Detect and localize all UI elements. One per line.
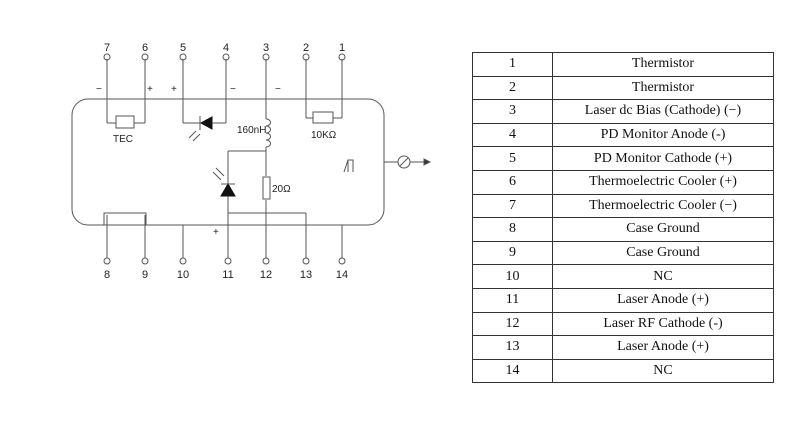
pin-number-cell: 1	[472, 52, 553, 77]
pin-number-cell: 9	[472, 240, 553, 266]
pin-number-cell: 3	[472, 99, 553, 124]
pin-function-cell: Case Ground	[552, 217, 774, 242]
top-pin-number: 4	[223, 42, 229, 54]
bottom-pin-number: 9	[142, 269, 148, 281]
resistor-element	[262, 176, 271, 200]
bottom-pin-circles	[103, 257, 346, 265]
pin-function-cell: PD Monitor Cathode (+)	[552, 146, 774, 171]
bottom-pin-number: 13	[300, 269, 312, 281]
bottom-pin-number: 8	[104, 269, 110, 281]
thermistor-label: 10KΩ	[311, 130, 337, 141]
resistor-label: 20Ω	[272, 184, 291, 195]
inductor-coil	[265, 118, 271, 148]
pin-function-cell: Laser Anode (+)	[552, 287, 774, 313]
top-pin-number: 5	[180, 42, 186, 54]
tec-element	[107, 115, 145, 129]
pin-number-cell: 12	[472, 311, 553, 337]
pin-number-cell: 11	[472, 287, 553, 313]
pin-function-cell: NC	[552, 264, 774, 289]
top-pin-number: 1	[339, 42, 345, 54]
polarity-pin4: −	[230, 84, 236, 95]
pin-function-cell: Case Ground	[552, 240, 774, 266]
top-pin-number: 3	[263, 42, 269, 54]
bottom-pin-number: 12	[260, 269, 272, 281]
pin-number-cell: 10	[472, 264, 553, 289]
monitor-photodiode	[183, 116, 226, 142]
polarity-pin3: −	[275, 84, 281, 95]
top-pin-circles	[103, 53, 346, 61]
pin-number-cell: 8	[472, 217, 553, 242]
pin-function-cell: PD Monitor Anode (-)	[552, 122, 774, 148]
bottom-pin-number: 11	[222, 269, 233, 281]
pin-number-cell: 14	[472, 358, 553, 384]
pin-function-cell: Thermistor	[552, 52, 774, 77]
pin-number-cell: 7	[472, 193, 553, 219]
package-schematic: − + + − − + TEC 160nH 10KΩ 20Ω 7 6 5 4 3…	[71, 42, 432, 281]
case-ground-bar	[103, 212, 147, 226]
pin-function-cell: Laser RF Cathode (-)	[552, 311, 774, 337]
pin-function-cell: Laser Anode (+)	[552, 335, 774, 360]
top-pin-leads	[106, 59, 343, 123]
polarity-pin11: +	[213, 227, 219, 238]
pin-number-cell: 2	[472, 75, 553, 101]
polarity-pin5: +	[171, 84, 177, 95]
pin-number-cell: 13	[472, 335, 553, 360]
pin-function-cell: Thermoelectric Cooler (+)	[552, 169, 774, 195]
bottom-pin-number: 14	[336, 269, 348, 281]
polarity-pin6: +	[147, 84, 153, 95]
top-pin-number: 7	[104, 42, 110, 54]
pin-function-cell: Thermistor	[552, 75, 774, 101]
bottom-pin-leads	[106, 196, 343, 258]
pin-function-cell: NC	[552, 358, 774, 384]
top-pin-number: 6	[142, 42, 148, 54]
thermistor-element	[306, 111, 342, 124]
top-pin-number: 2	[303, 42, 309, 54]
laser-diode	[212, 150, 266, 197]
pin-number-cell: 5	[472, 146, 553, 171]
polarity-pin7: −	[96, 84, 102, 95]
inductor-label: 160nH	[237, 125, 266, 136]
pin-function-cell: Thermoelectric Cooler (−)	[552, 193, 774, 219]
tec-label: TEC	[113, 134, 133, 145]
bottom-pin-number: 10	[177, 269, 189, 281]
pin-number-cell: 4	[472, 122, 553, 148]
pin-function-cell: Laser dc Bias (Cathode) (−)	[552, 99, 774, 124]
pin-number-cell: 6	[472, 169, 553, 195]
fiber-output	[343, 155, 432, 173]
